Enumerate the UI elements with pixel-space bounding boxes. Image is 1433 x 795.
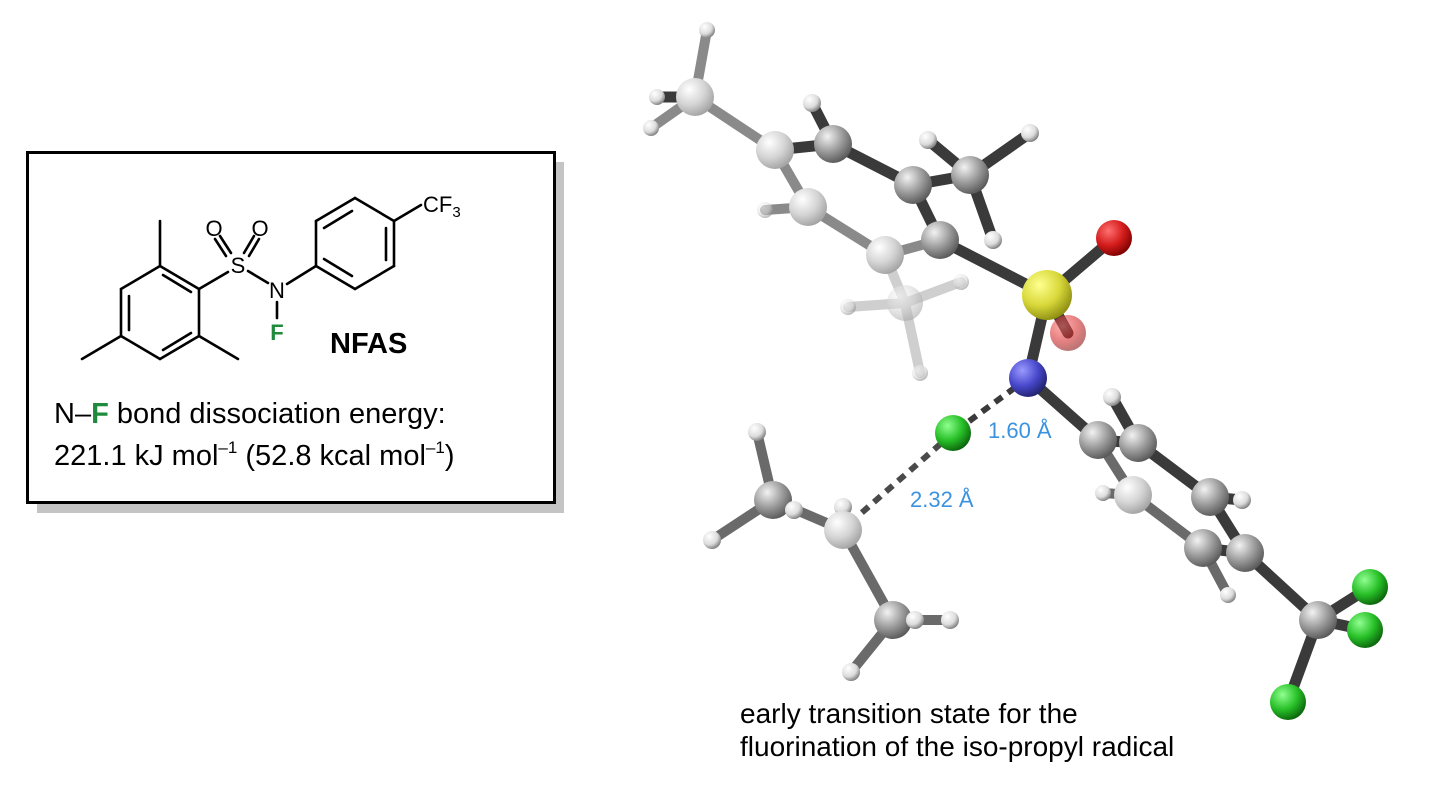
atom-label-s: S — [231, 253, 246, 278]
atom-label-o-right: O — [251, 216, 268, 241]
carbon-atom — [894, 166, 932, 204]
distance-label-n-f: 1.60 Å — [988, 418, 1052, 443]
atom-label-f: F — [270, 320, 283, 345]
figure-caption: early transition state for the fluorinat… — [740, 697, 1174, 763]
hydrogen-atom — [803, 94, 821, 112]
caption-line-2: fluorination of the iso-propyl radical — [740, 731, 1175, 762]
carbon-atom — [874, 601, 912, 639]
carbon-atom — [814, 125, 852, 163]
hydrogen-atom — [785, 501, 803, 519]
hydrogen-atom — [941, 611, 959, 629]
hydrogen-atom — [984, 231, 1002, 249]
nfas-panel — [26, 151, 556, 504]
hydrogen-atom — [703, 531, 721, 549]
caption-line-1: early transition state for the — [740, 698, 1078, 729]
hydrogen-atom — [1095, 485, 1111, 501]
carbon-atom — [789, 188, 827, 226]
sulfur-atom — [1022, 270, 1072, 320]
hydrogen-atom — [919, 131, 937, 149]
oxygen-atom-faded — [1050, 315, 1086, 351]
carbon-atom — [951, 156, 989, 194]
bde-line-2: 221.1 kJ mol–1 (52.8 kcal mol–1) — [54, 435, 455, 477]
bde-kcal-value: (52.8 kcal mol — [237, 440, 426, 472]
nitrogen-atom — [1009, 359, 1047, 397]
hydrogen-atom — [649, 89, 665, 105]
bde-label: bond dissociation energy: — [108, 398, 446, 430]
carbon-atom — [887, 285, 923, 321]
hydrogen-atom — [842, 663, 860, 681]
fluorine-atom — [1270, 684, 1306, 720]
carbon-atom — [866, 236, 904, 274]
transition-state-model — [643, 22, 1388, 720]
carbon-atom — [754, 481, 792, 519]
carbon-atom — [1191, 478, 1229, 516]
distance-label-f-c: 2.32 Å — [910, 487, 974, 512]
hydrogen-atom — [757, 202, 773, 218]
hydrogen-atom — [840, 299, 856, 315]
carbon-atom — [1114, 476, 1152, 514]
hydrogen-atom — [748, 423, 766, 441]
front-bonds — [651, 91, 1376, 708]
cf3-subscript: 3 — [452, 204, 460, 221]
carbon-atom — [1119, 424, 1157, 462]
bde-line-1: N–F bond dissociation energy: — [54, 393, 455, 435]
carbon-atom — [1226, 534, 1264, 572]
carbon-atom — [1079, 421, 1117, 459]
hydrogen-atom — [912, 365, 928, 381]
carbon-atom — [1184, 529, 1222, 567]
faded-atoms — [757, 202, 1086, 381]
fc-dashed-bond — [856, 430, 955, 519]
carbon-atom — [756, 131, 794, 169]
bde-kj-exponent: –1 — [218, 438, 238, 457]
bde-kj-value: 221.1 kJ mol — [54, 440, 219, 472]
atom-label-cf3: CF3 — [423, 192, 461, 221]
radical-carbon-atom — [824, 511, 862, 549]
nfas-structure — [80, 196, 423, 361]
hydrogen-atom — [1021, 124, 1039, 142]
bde-kcal-exponent: –1 — [425, 438, 445, 457]
carbon-atom — [676, 78, 714, 116]
atom-label-o-left: O — [205, 216, 222, 241]
hydrogen-atom — [1233, 491, 1251, 509]
hydrogen-atom — [1103, 388, 1121, 406]
hydrogen-atom — [906, 611, 924, 629]
bde-close-paren: ) — [444, 440, 455, 472]
fluorine-atom — [1352, 569, 1388, 605]
oxygen-atom — [1096, 220, 1132, 256]
fluorine-atom — [1347, 612, 1383, 648]
bde-fluorine: F — [91, 398, 109, 430]
bde-prefix: N– — [54, 398, 92, 430]
hydrogen-atom — [1220, 587, 1236, 603]
hydrogen-atom — [643, 120, 659, 136]
atom-label-n: N — [269, 278, 285, 303]
hydrogen-atom — [834, 498, 852, 516]
hydrogen-atom — [699, 22, 715, 38]
mid-bonds — [707, 427, 1233, 677]
transferring-fluorine-atom — [935, 415, 971, 451]
bond-dissociation-energy: N–F bond dissociation energy: 221.1 kJ m… — [54, 393, 455, 477]
carbon-atom — [1299, 601, 1337, 639]
cf3-main: CF — [423, 192, 452, 217]
hydrogen-atom — [953, 274, 969, 290]
compound-name: NFAS — [330, 328, 408, 360]
carbon-atom — [921, 221, 959, 259]
